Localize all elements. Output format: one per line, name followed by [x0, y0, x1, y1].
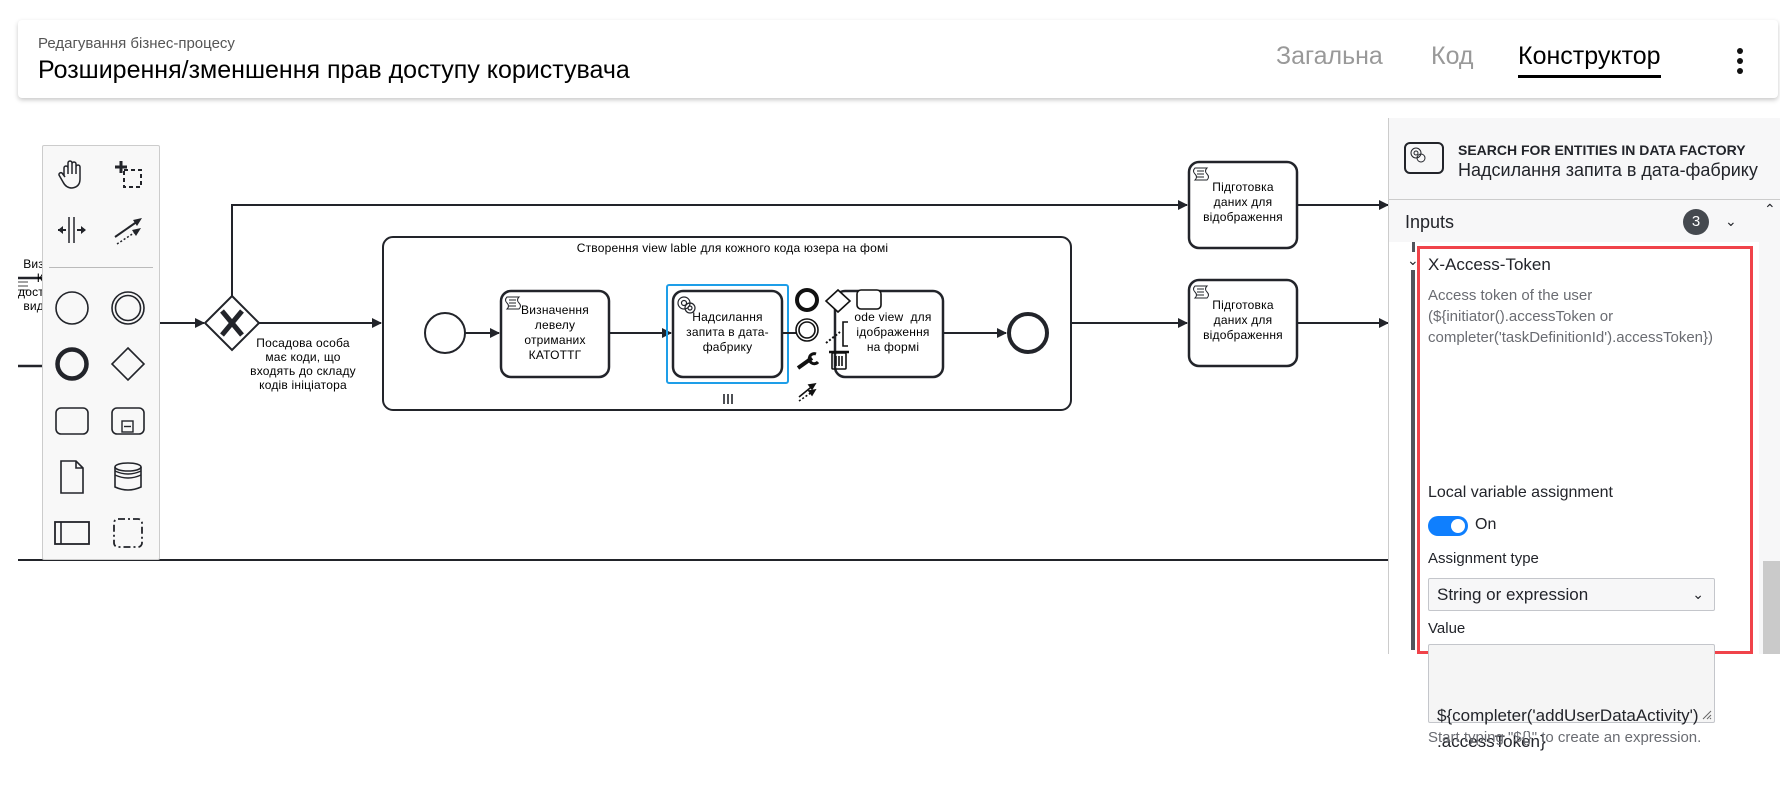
subprocess-title: Створення view lable для кожного кода юз… — [576, 241, 889, 255]
create-data-store-button[interactable] — [105, 454, 151, 500]
input-entry-title: X-Access-Token — [1428, 255, 1551, 274]
append-task-icon[interactable] — [856, 289, 882, 310]
lasso-tool-button[interactable] — [105, 152, 151, 198]
create-gateway-button[interactable] — [105, 341, 151, 387]
create-group-button[interactable] — [105, 510, 151, 556]
end-event-icon — [55, 347, 89, 381]
create-subprocess-button[interactable] — [105, 398, 151, 444]
create-task-button[interactable] — [49, 398, 95, 444]
input-entry-description: Access token of the user (${initiator().… — [1428, 287, 1714, 346]
create-start-event-button[interactable] — [49, 285, 95, 331]
toggle-state-label: On — [1475, 516, 1497, 533]
palette-separator — [49, 267, 153, 268]
connect-icon — [114, 218, 142, 245]
task-icon — [55, 407, 89, 435]
end-event[interactable] — [1007, 312, 1049, 354]
pool-icon — [54, 521, 90, 545]
task-determine-label: Визначення левелу отриманих КАТОТТГ — [521, 303, 589, 362]
intermediate-event-icon — [111, 291, 145, 325]
assignment-type-label: Assignment type — [1428, 550, 1539, 567]
inputs-list: ⌄ X-Access-Token Access token of the use… — [1389, 242, 1759, 751]
sequence-flow[interactable] — [231, 200, 1188, 296]
global-connect-tool-button[interactable] — [105, 207, 151, 253]
page-subtitle: Редагування бізнес-процесу — [38, 35, 235, 52]
gateway-condition-label: Посадова особа має коди, що входять до с… — [250, 336, 356, 392]
start-event[interactable] — [424, 312, 466, 354]
create-intermediate-event-button[interactable] — [105, 285, 151, 331]
more-vertical-icon[interactable] — [1730, 46, 1750, 74]
subprocess-icon — [111, 407, 145, 435]
gateway-icon — [110, 346, 146, 382]
append-text-annotation-icon[interactable] — [825, 321, 848, 347]
page-header: Редагування бізнес-процесу Розширення/зм… — [18, 20, 1778, 98]
list-nesting-line — [1412, 242, 1415, 252]
data-store-icon — [114, 462, 142, 491]
exclusive-gateway[interactable] — [203, 294, 261, 352]
assignment-type-value: String or expression — [1437, 585, 1589, 604]
script-icon — [1193, 167, 1209, 181]
service-task-gear-icon — [677, 296, 696, 314]
create-data-object-button[interactable] — [49, 454, 95, 500]
task-prepare-2-label: Підготовка даних для відображення — [1203, 298, 1283, 342]
chevron-down-icon[interactable]: ⌄ — [1725, 213, 1737, 229]
space-tool-button[interactable] — [49, 207, 95, 253]
inputs-group-label: Inputs — [1405, 212, 1455, 232]
list-nesting-line — [1411, 270, 1415, 650]
value-label: Value — [1428, 620, 1466, 637]
local-variable-label: Local variable assignment — [1428, 484, 1613, 501]
create-end-event-button[interactable] — [49, 341, 95, 387]
data-object-icon — [60, 460, 84, 494]
expression-hint: Start typing "${}" to create an expressi… — [1428, 729, 1702, 746]
collapse-entry-chevron-icon[interactable]: ⌄ — [1407, 252, 1419, 268]
partial-task-label: Виз К дост вид — [18, 257, 44, 313]
connect-icon[interactable] — [798, 382, 817, 402]
element-type: SEARCH FOR ENTITIES IN DATA FACTORY — [1458, 142, 1746, 158]
bpmn-canvas[interactable]: Виз К дост вид Посадова особа має коди, … — [0, 110, 1388, 654]
append-gateway-icon[interactable] — [824, 288, 852, 314]
space-tool-icon — [58, 217, 86, 243]
start-event-icon — [55, 291, 89, 325]
value-textarea[interactable]: ${completer('addUserDataActivity') .acce… — [1428, 644, 1715, 751]
scroll-up-icon[interactable]: ⌃ — [1764, 201, 1776, 217]
local-variable-toggle[interactable] — [1428, 516, 1468, 536]
context-pad — [795, 288, 882, 402]
task-create-label: ode view для ідображення на формі — [854, 310, 932, 354]
service-task-icon — [1404, 142, 1444, 174]
bpmn-diagram — [18, 160, 1388, 561]
inputs-count-badge: 3 — [1683, 209, 1709, 235]
inputs-group-header[interactable]: Inputs 3 ⌄ — [1389, 201, 1759, 241]
script-icon — [505, 296, 521, 310]
group-icon — [113, 518, 143, 548]
resize-grip-icon[interactable] — [1700, 708, 1712, 720]
tab-general[interactable]: Загальна — [1276, 42, 1383, 70]
append-end-event-icon[interactable] — [795, 288, 819, 312]
create-pool-button[interactable] — [49, 510, 95, 556]
page-title: Розширення/зменшення прав доступу корист… — [38, 56, 630, 84]
partial-task-left[interactable] — [18, 276, 42, 368]
change-type-wrench-icon[interactable] — [796, 352, 820, 370]
hand-tool-button[interactable] — [49, 152, 95, 198]
chevron-down-icon: ⌄ — [1692, 586, 1704, 602]
tool-palette — [42, 145, 160, 560]
panel-header: SEARCH FOR ENTITIES IN DATA FACTORY Надс… — [1389, 118, 1780, 200]
multi-instance-marker-icon — [723, 394, 733, 404]
tab-constructor[interactable]: Конструктор — [1518, 42, 1661, 78]
properties-panel: SEARCH FOR ENTITIES IN DATA FACTORY Надс… — [1388, 118, 1780, 751]
assignment-type-select[interactable]: String or expression ⌄ — [1428, 578, 1715, 611]
script-icon — [1193, 285, 1209, 299]
task-prepare-1-label: Підготовка даних для відображення — [1203, 180, 1283, 224]
panel-scrollbar[interactable]: ⌃ — [1759, 201, 1780, 654]
delete-trash-icon[interactable] — [829, 350, 849, 370]
element-name: Надсилання запита в дата-фабрику — [1458, 160, 1758, 180]
hand-icon — [58, 160, 81, 189]
scrollbar-thumb[interactable] — [1763, 561, 1780, 654]
lasso-icon — [115, 161, 142, 188]
task-send-label: Надсилання запита в дата-фабрику — [686, 310, 769, 354]
tab-code[interactable]: Код — [1431, 42, 1474, 70]
